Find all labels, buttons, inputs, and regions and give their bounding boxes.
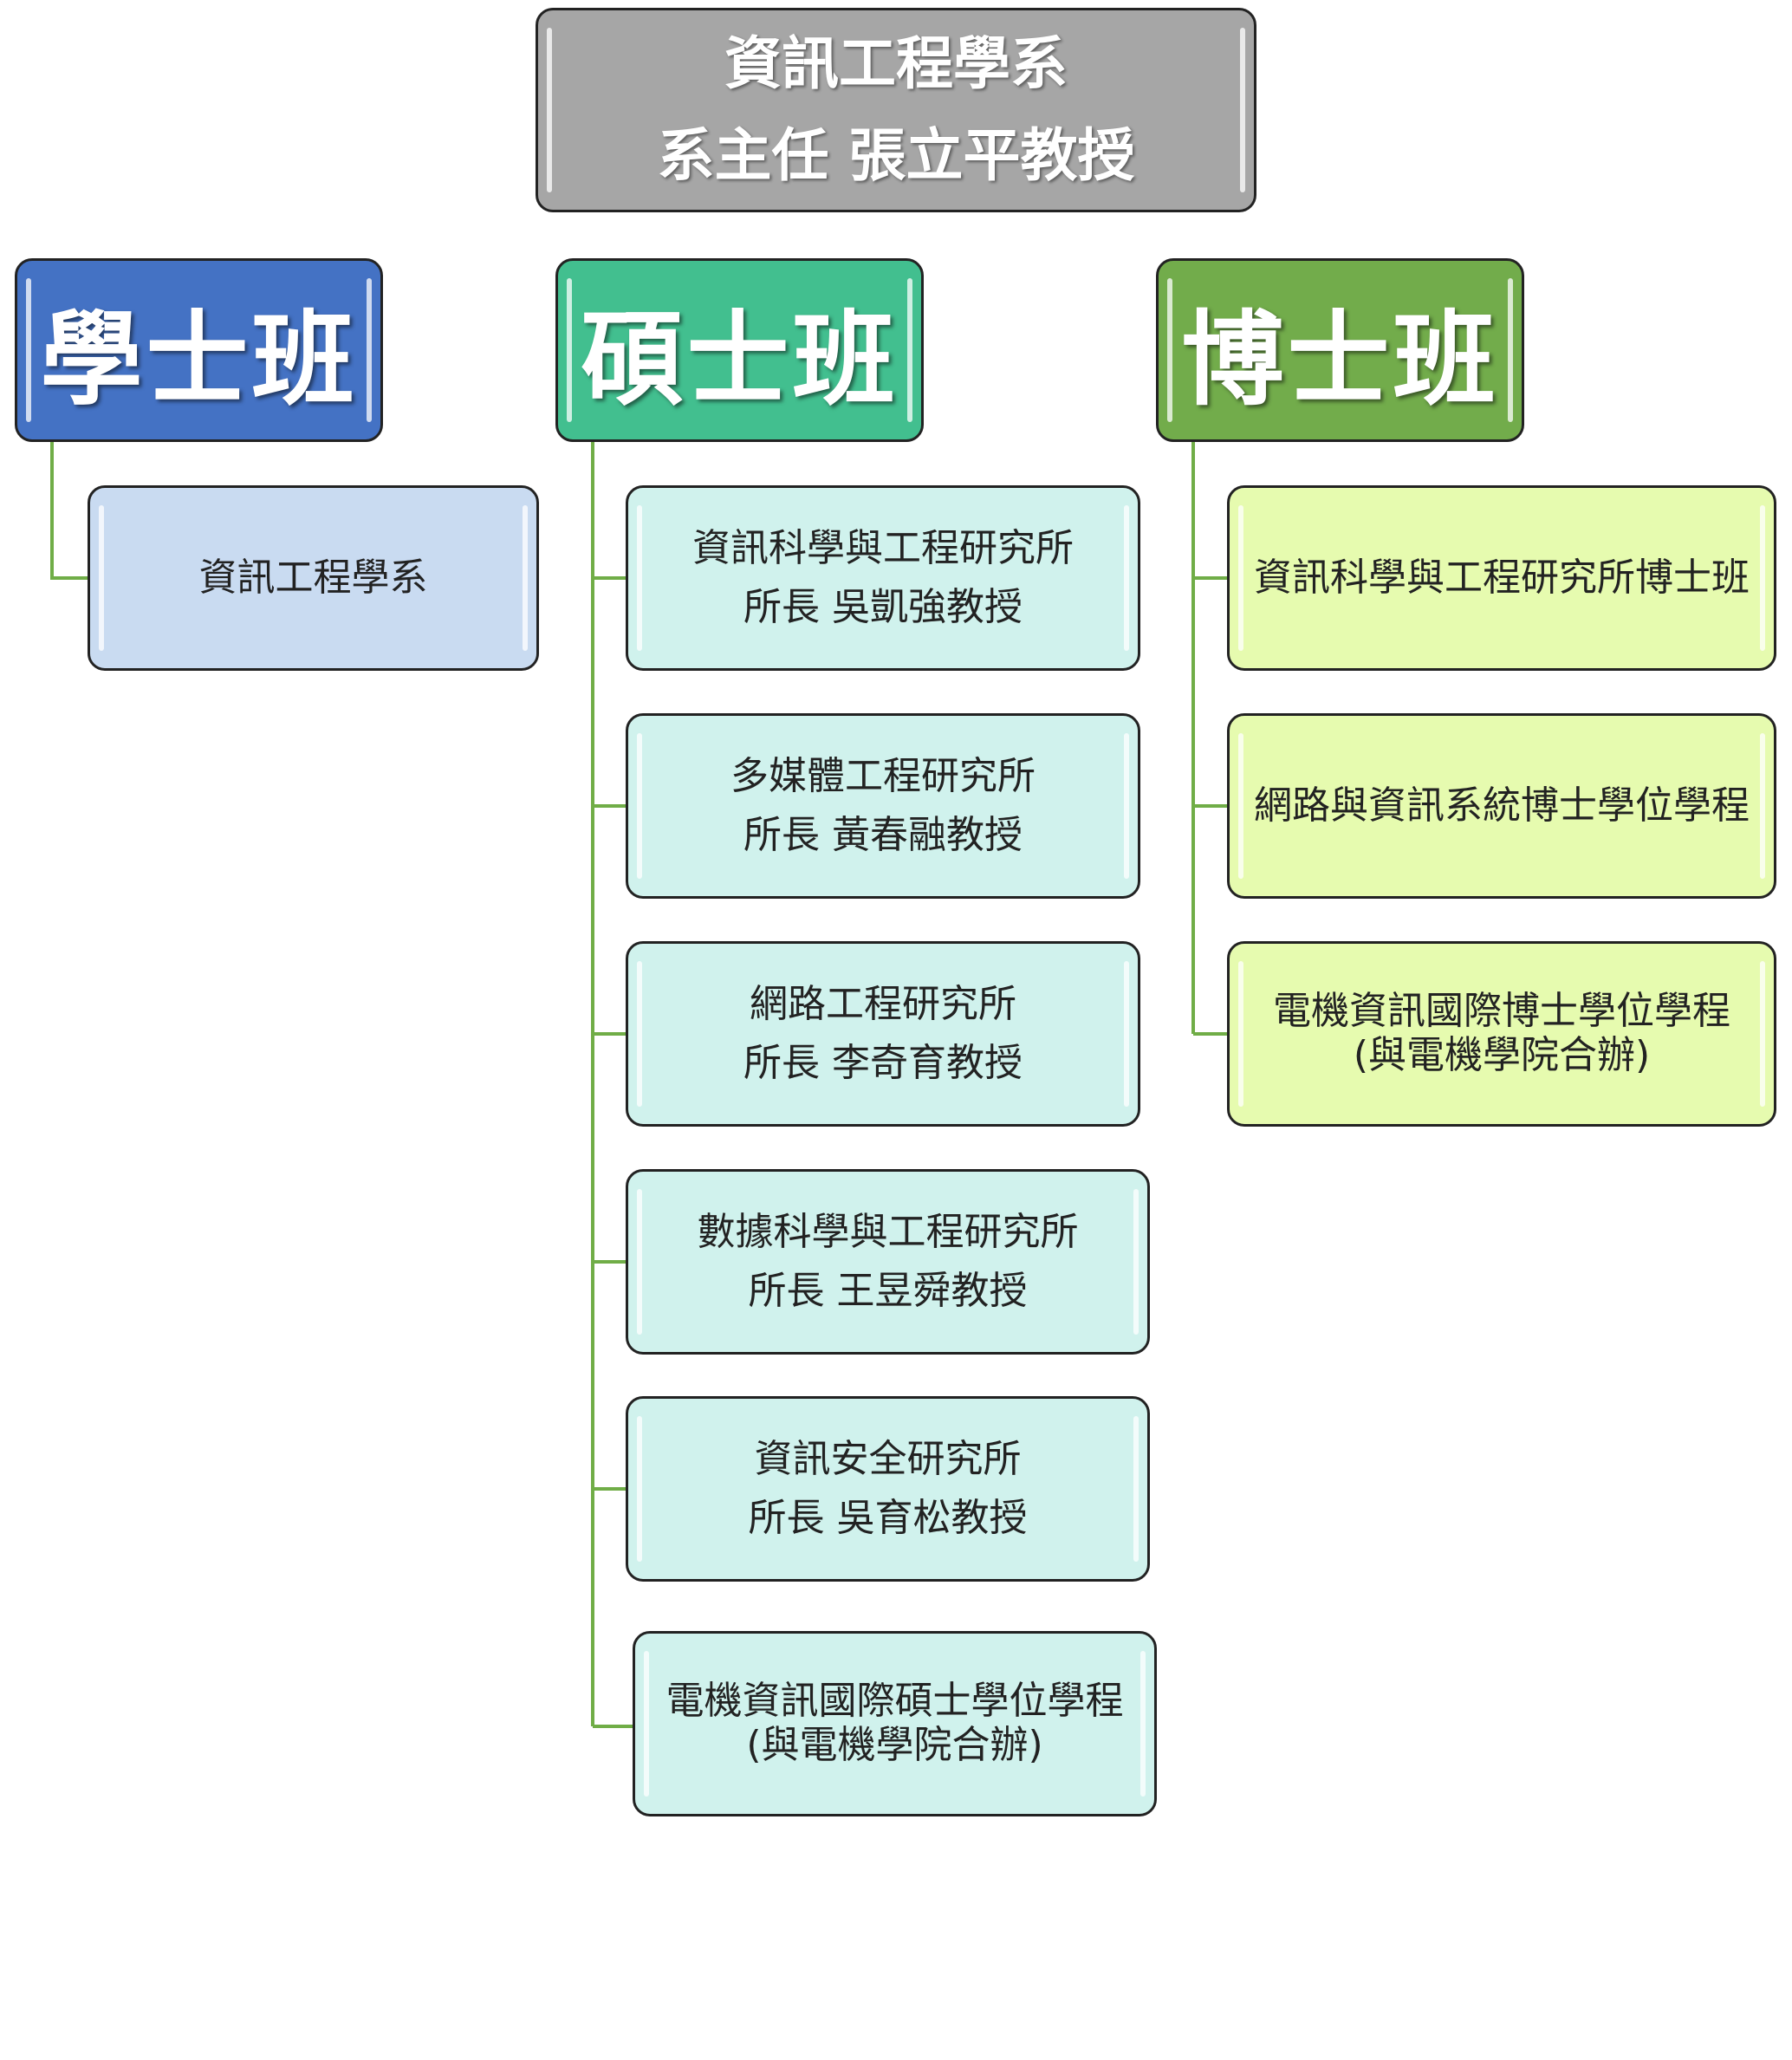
master-item-data-science-institute: 數據科學與工程研究所 所長 王昱舜教授 [626, 1169, 1150, 1355]
master-item-international-program: 電機資訊國際碩士學位學程 (與電機學院合辦) [633, 1631, 1157, 1816]
institute-director: 所長 黃春融教授 [743, 813, 1023, 857]
master-item-multimedia-institute: 多媒體工程研究所 所長 黃春融教授 [626, 713, 1140, 899]
institute-name: 網路工程研究所 [750, 981, 1016, 1026]
institute-name: 資訊科學與工程研究所 [692, 525, 1074, 570]
bachelor-program-title: 學士班 [40, 299, 358, 419]
master-program-title: 碩士班 [581, 299, 899, 419]
bachelor-item-name: 資訊工程學系 [198, 555, 428, 600]
master-item-security-institute: 資訊安全研究所 所長 吳育松教授 [626, 1396, 1150, 1582]
department-head-box: 資訊工程學系 系主任 張立平教授 [536, 8, 1256, 212]
doctoral-item-international-phd: 電機資訊國際博士學位學程 (與電機學院合辦) [1227, 941, 1776, 1127]
department-name: 資訊工程學系 [724, 30, 1068, 98]
institute-director: 所長 王昱舜教授 [748, 1269, 1028, 1313]
connector-bachelor [50, 442, 89, 580]
program-name: 資訊科學與工程研究所博士班 [1254, 555, 1750, 600]
master-item-csie-institute: 資訊科學與工程研究所 所長 吳凱強教授 [626, 485, 1140, 671]
institute-name: 資訊安全研究所 [754, 1436, 1022, 1481]
doctoral-program-header: 博士班 [1156, 258, 1524, 442]
institute-director: 所長 吳育松教授 [748, 1496, 1028, 1540]
institute-name: 數據科學與工程研究所 [697, 1209, 1079, 1254]
program-name: 網路與資訊系統博士學位學程 [1254, 783, 1750, 828]
doctoral-item-network-phd: 網路與資訊系統博士學位學程 [1227, 713, 1776, 899]
master-program-header: 碩士班 [555, 258, 924, 442]
program-name: 電機資訊國際碩士學位學程 [666, 1679, 1124, 1724]
institute-name: 多媒體工程研究所 [730, 753, 1036, 798]
institute-director: 所長 吳凱強教授 [743, 585, 1023, 629]
program-name: 電機資訊國際博士學位學程 [1273, 989, 1730, 1034]
bachelor-program-header: 學士班 [15, 258, 383, 442]
program-note: (與電機學院合辦) [1353, 1033, 1651, 1077]
bachelor-item: 資訊工程學系 [88, 485, 539, 671]
master-item-network-institute: 網路工程研究所 所長 李奇育教授 [626, 941, 1140, 1127]
doctoral-program-title: 博士班 [1181, 299, 1499, 419]
institute-director: 所長 李奇育教授 [743, 1041, 1023, 1085]
doctoral-item-csie-phd: 資訊科學與工程研究所博士班 [1227, 485, 1776, 671]
program-note: (與電機學院合辦) [746, 1723, 1043, 1767]
department-chair: 系主任 張立平教授 [657, 122, 1135, 189]
